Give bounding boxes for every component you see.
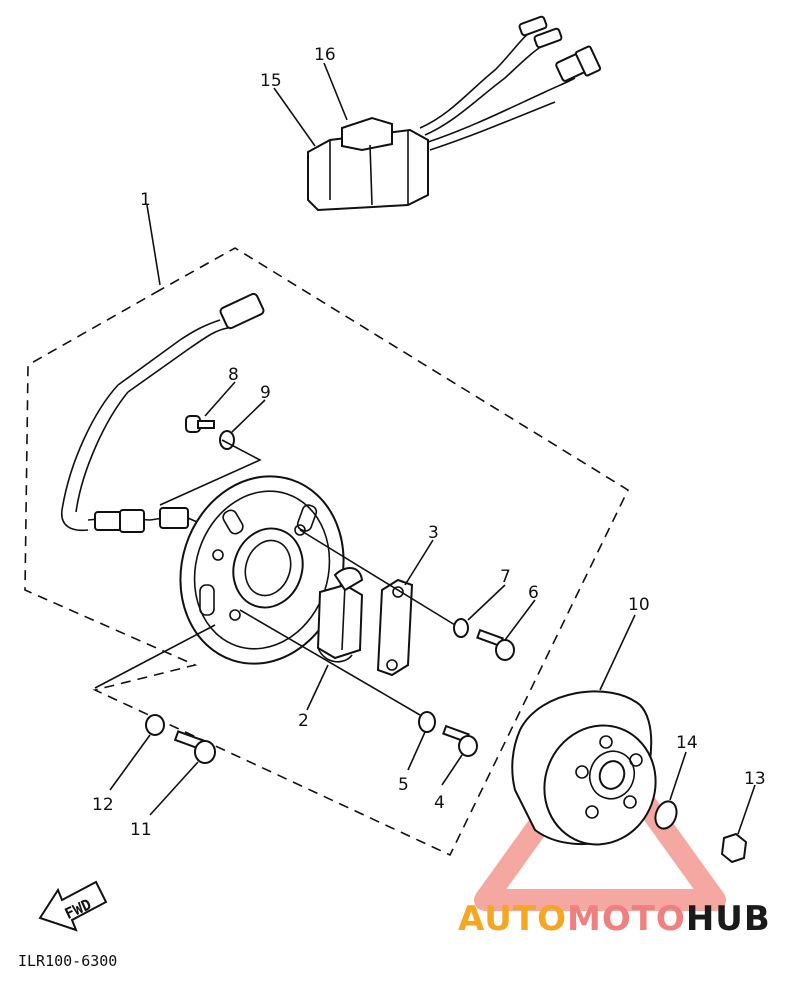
washer-7 [453, 618, 469, 638]
stator-wire-harness [61, 292, 265, 533]
screw-6 [476, 628, 515, 661]
watermark-auto: AUTO [458, 899, 567, 939]
callout-10: 10 [628, 595, 650, 615]
rectifier-regulator [307, 15, 602, 212]
callout-11: 11 [130, 820, 152, 840]
screw-11 [173, 730, 216, 764]
callout-6: 6 [528, 583, 539, 603]
watermark-moto: MOTO [567, 899, 686, 939]
callout-13: 13 [744, 769, 766, 789]
callout-2: 2 [298, 711, 309, 731]
drawing-code: ILR100-6300 [18, 952, 117, 970]
fwd-arrow-icon: FWD [38, 880, 108, 932]
flywheel-rotor [511, 690, 657, 846]
callout-8: 8 [228, 365, 239, 385]
callout-14: 14 [676, 733, 698, 753]
callout-1: 1 [140, 190, 151, 210]
callout-12: 12 [92, 795, 114, 815]
leader-lines [94, 204, 756, 835]
callout-7: 7 [500, 567, 511, 587]
washer-5 [418, 711, 436, 733]
screw-8 [185, 415, 215, 433]
watermark-logo: AUTOMOTOHUB [458, 899, 771, 939]
callout-16: 16 [314, 45, 336, 65]
coil-bracket [376, 578, 414, 677]
assembly-outline [24, 247, 630, 857]
callout-9: 9 [260, 383, 271, 403]
nut-13 [720, 832, 748, 864]
callout-15: 15 [260, 71, 282, 91]
callout-4: 4 [434, 793, 445, 813]
callout-3: 3 [428, 523, 439, 543]
callout-5: 5 [398, 775, 409, 795]
washer-14 [654, 800, 678, 830]
stator-plate [179, 475, 345, 665]
washer-12 [145, 714, 165, 736]
watermark-hub: HUB [686, 899, 771, 939]
screw-4 [442, 724, 478, 757]
svg-text:AUTOMOTOHUB: AUTOMOTOHUB [458, 899, 771, 939]
pickup-coil [316, 567, 364, 663]
